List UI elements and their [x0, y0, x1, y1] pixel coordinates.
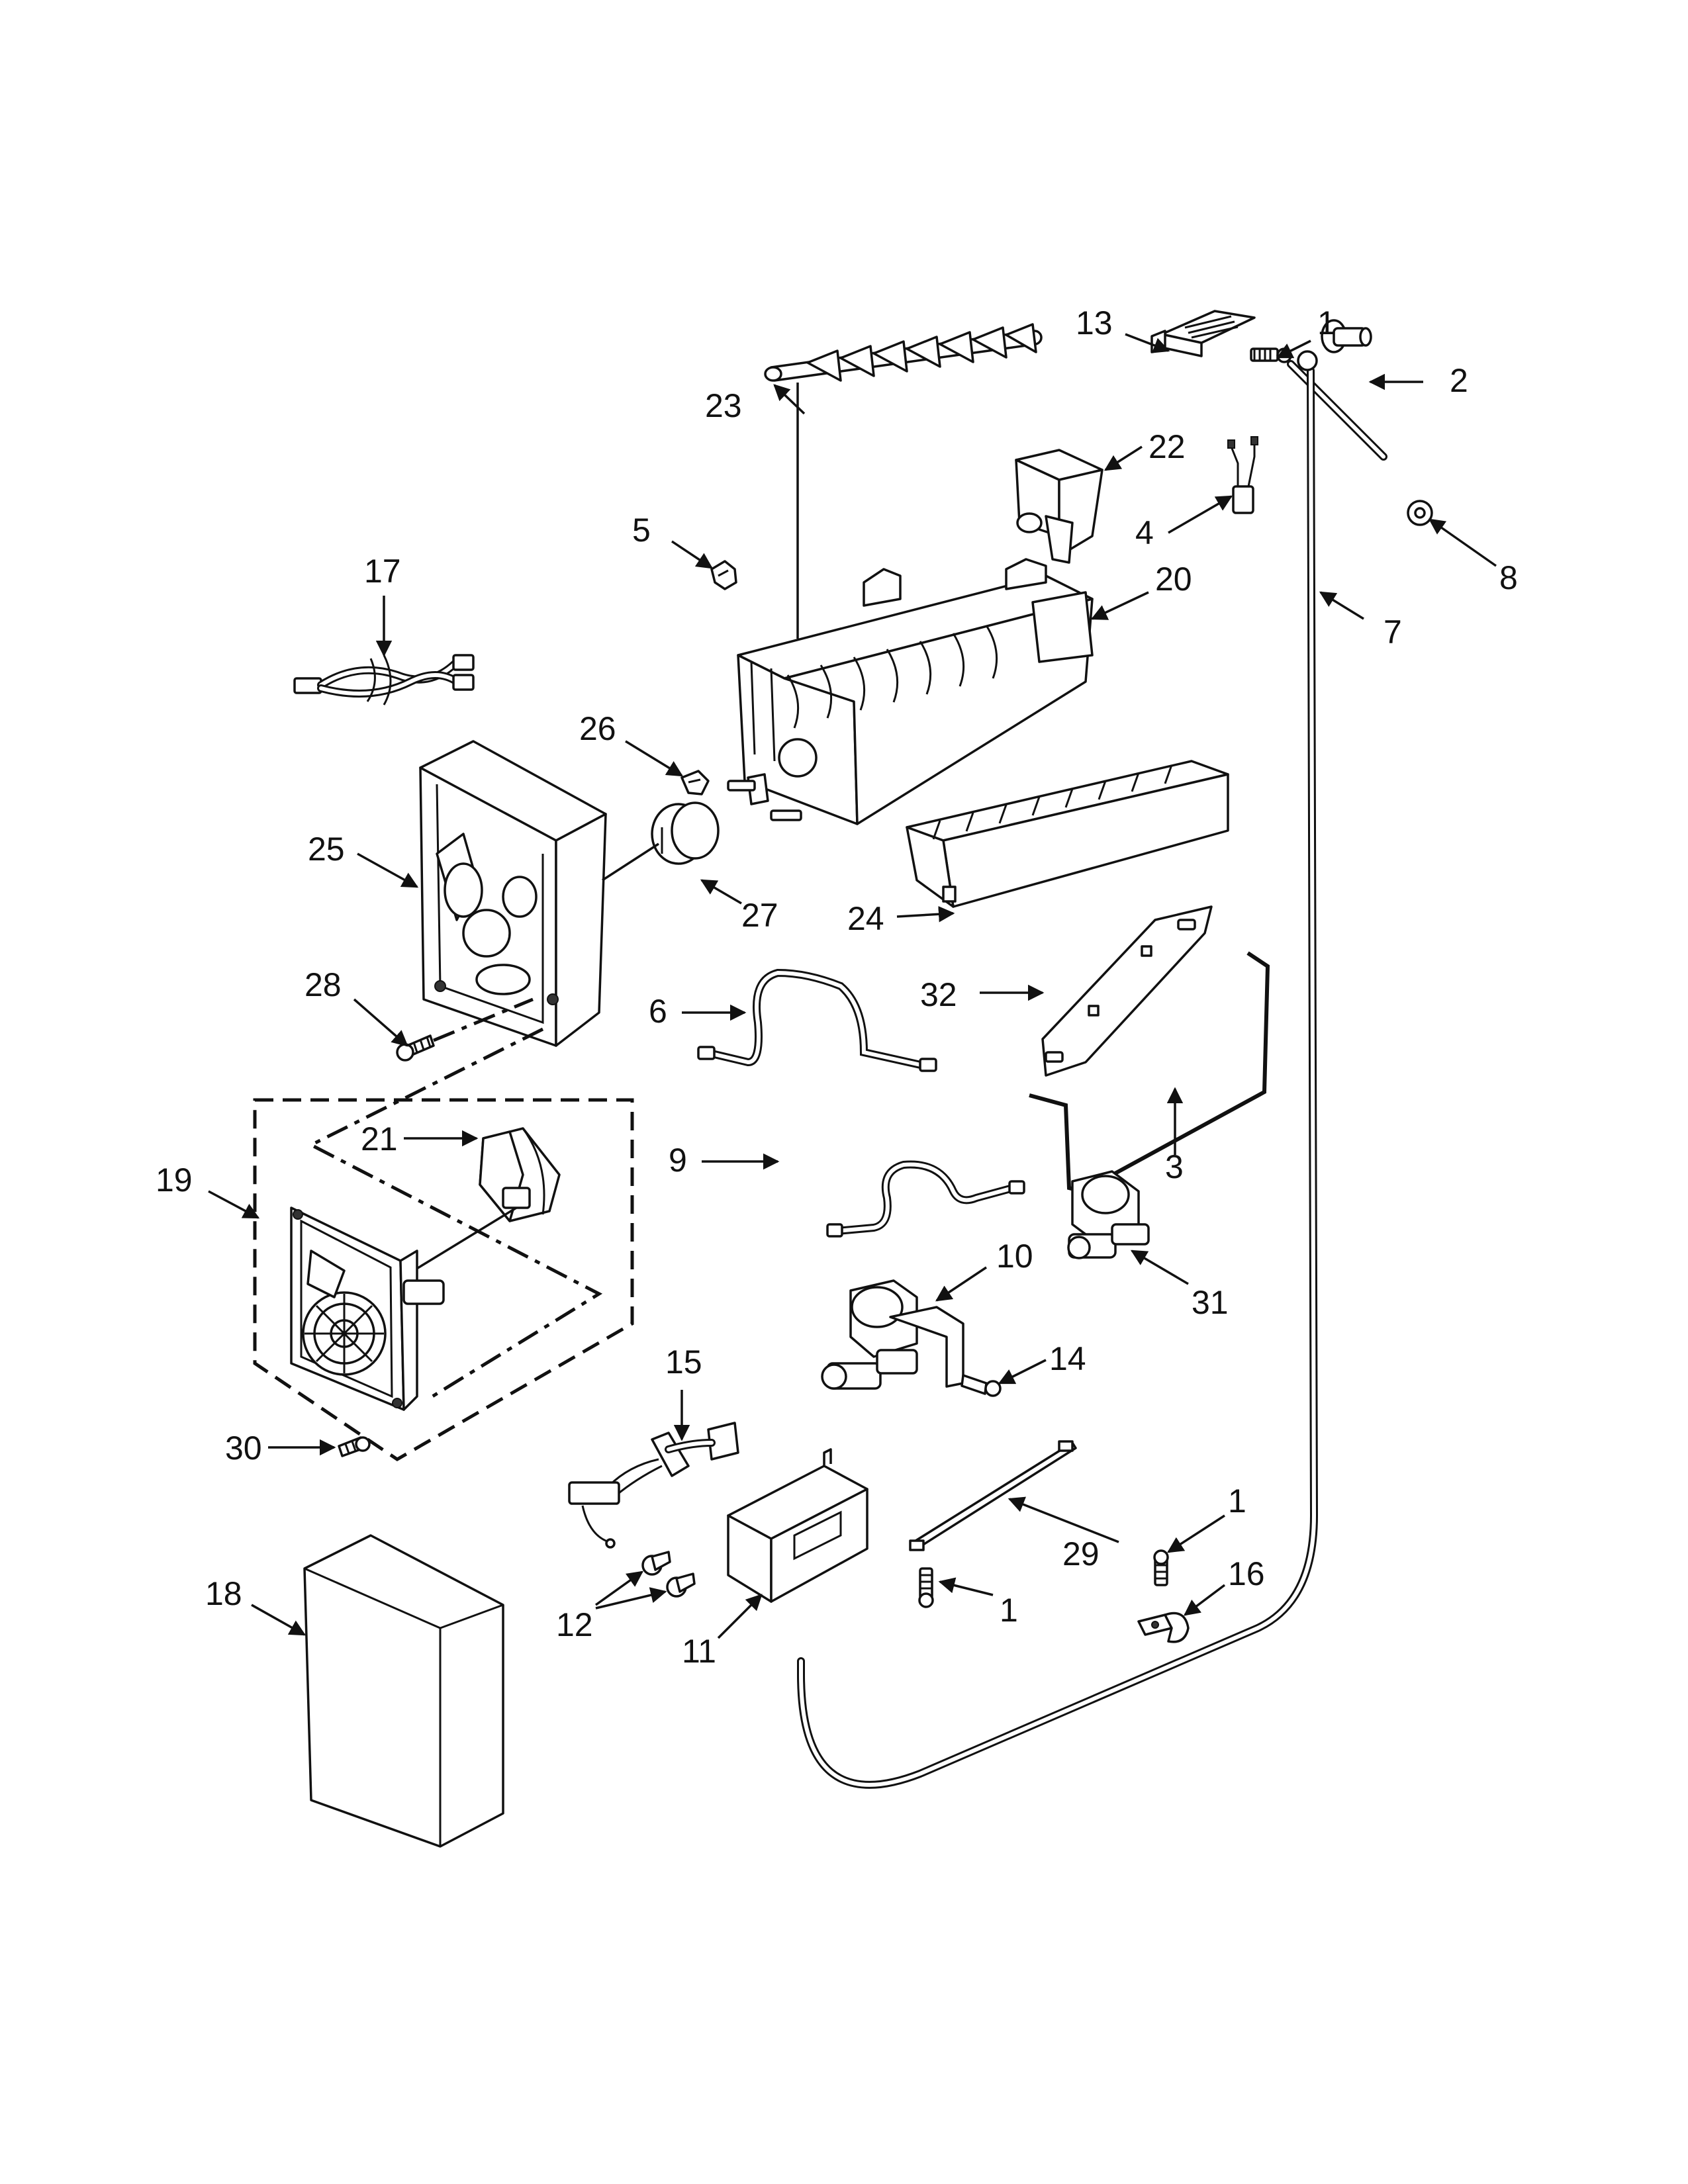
- callout-21: 21: [361, 1120, 398, 1158]
- part-6-fill-tube-heater: [697, 968, 937, 1072]
- callout-10: 10: [996, 1238, 1033, 1275]
- callout-17: 17: [364, 553, 401, 590]
- part-18-front-cover: [303, 1534, 504, 1848]
- callout-6: 6: [649, 993, 667, 1030]
- callout-32: 32: [920, 976, 957, 1013]
- part-24-mold-heater: [906, 760, 1229, 908]
- part-16-clamp: [1137, 1612, 1190, 1643]
- callout-19: 19: [156, 1161, 193, 1199]
- part-23-ejector: [764, 323, 1043, 639]
- callout-27: 27: [741, 897, 778, 934]
- callout-30: 30: [225, 1430, 262, 1467]
- part-1-screw-bottom: [1153, 1549, 1169, 1586]
- callout-2: 2: [1450, 362, 1468, 399]
- part-11-valve-bracket: [727, 1448, 868, 1603]
- callout-26: 26: [579, 710, 616, 747]
- callout-4: 4: [1135, 514, 1154, 551]
- part-19-assembly-outline: [253, 1098, 634, 1461]
- part-28-screw: [396, 1034, 435, 1062]
- callout-11: 11: [682, 1633, 716, 1670]
- part-22-fill-cup: [1015, 449, 1103, 564]
- part-4-thermostat: [1227, 436, 1258, 514]
- part-32-bracket: [1041, 905, 1213, 1077]
- callout-15: 15: [665, 1343, 702, 1381]
- assembly-line-28: [433, 997, 534, 1042]
- callout-13: 13: [1076, 304, 1113, 341]
- callout-1-bottom: 1: [1228, 1482, 1246, 1520]
- leader-arrows: [208, 333, 1497, 1639]
- part-5-clip: [710, 560, 737, 590]
- part-1-screw-top: [1250, 347, 1292, 363]
- callout-8: 8: [1499, 559, 1518, 596]
- part-25-control-housing: [419, 740, 607, 1047]
- callout-14: 14: [1049, 1340, 1086, 1377]
- part-9-wire-harness: [826, 1160, 1025, 1238]
- part-29-strip: [909, 1440, 1077, 1551]
- callout-25: 25: [308, 831, 345, 868]
- callout-28: 28: [305, 966, 342, 1003]
- part-17-wire-harness: [293, 654, 475, 705]
- callout-22: 22: [1149, 428, 1186, 465]
- callout-1-middle: 1: [1000, 1592, 1018, 1629]
- part-7-water-tube: [797, 350, 1387, 1789]
- part-20-mold: [727, 558, 1094, 825]
- callout-7: 7: [1383, 614, 1402, 651]
- part-15-wire-harness: [568, 1422, 739, 1549]
- part-26-clip: [680, 770, 710, 796]
- part-31-water-valve: [1067, 1170, 1150, 1259]
- callout-31: 31: [1192, 1284, 1229, 1321]
- callout-12: 12: [556, 1606, 593, 1643]
- callout-23: 23: [705, 387, 742, 424]
- callout-16: 16: [1228, 1555, 1265, 1592]
- callout-1: 1: [1317, 304, 1336, 341]
- part-19-control-plate: [290, 1206, 445, 1411]
- callout-20: 20: [1155, 561, 1192, 598]
- part-21-motor: [479, 1127, 561, 1222]
- part-10-water-valve: [821, 1279, 964, 1390]
- callout-3: 3: [1165, 1148, 1184, 1185]
- part-8-washer: [1407, 500, 1433, 526]
- part-27-motor: [602, 801, 720, 882]
- callout-18: 18: [205, 1575, 242, 1612]
- callout-5: 5: [632, 512, 651, 549]
- part-14-screw: [961, 1374, 1002, 1397]
- callout-labels: 1 2 3 4 5 6 7 8 9 10 11 12 13 14 15 16 1…: [156, 304, 1518, 1670]
- part-1-screw-middle: [918, 1567, 934, 1608]
- part-12-screws: [641, 1551, 696, 1598]
- callout-9: 9: [669, 1142, 687, 1179]
- part-2-inlet-fitting: [1321, 319, 1372, 353]
- callout-24: 24: [847, 900, 884, 937]
- part-30-screw: [338, 1436, 371, 1457]
- callout-29: 29: [1062, 1535, 1100, 1572]
